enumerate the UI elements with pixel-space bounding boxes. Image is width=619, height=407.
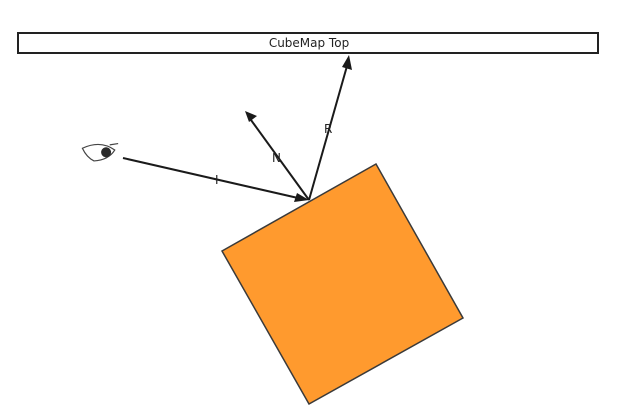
incident-line (122, 157, 299, 199)
incident-label: I (215, 173, 219, 187)
eye-pupil (101, 147, 112, 158)
cubemap-top-banner: CubeMap Top (17, 32, 599, 54)
incident-vector: I (122, 157, 309, 202)
incident-arrowhead (294, 193, 309, 202)
cubemap-top-frame (17, 32, 599, 54)
eye-icon (81, 142, 119, 162)
reflect-arrowhead (342, 55, 352, 70)
orange-cube (220, 162, 465, 406)
reflect-label: R (324, 122, 332, 136)
normal-arrowhead (245, 111, 257, 122)
reflect-line (308, 65, 348, 201)
normal-line (250, 119, 310, 201)
normal-vector: N (245, 111, 310, 201)
cubemap-top-label: CubeMap Top (269, 36, 349, 50)
reflect-vector: R (308, 55, 352, 201)
normal-label: N (272, 151, 281, 165)
eye-lash (109, 142, 119, 146)
